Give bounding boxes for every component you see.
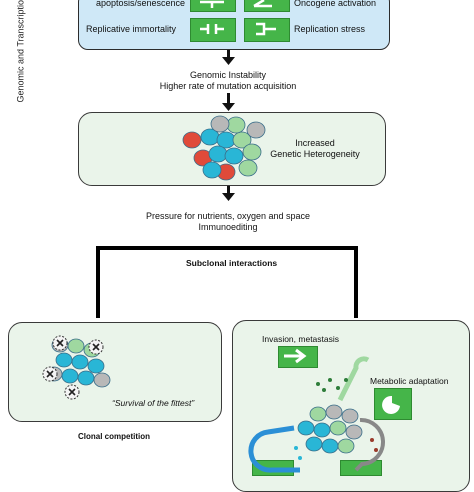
heterogeneity-text: Increased Genetic Heterogeneity	[250, 138, 380, 160]
heterogeneity-line2: Genetic Heterogeneity	[270, 149, 360, 159]
pressure-line1: Pressure for nutrients, oxygen and space	[145, 211, 311, 221]
genomic-instability-text: Genomic Instability Higher rate of mutat…	[128, 70, 328, 92]
invasion-label: Invasion, metastasis	[262, 334, 340, 344]
cooperation-graphic	[248, 348, 400, 473]
subclonal-label: Subclonal interactions	[186, 258, 278, 268]
tumor-cluster-1	[182, 115, 266, 181]
flow-arrows	[96, 50, 358, 318]
break-icon	[200, 24, 224, 34]
tumor-cluster-2	[42, 335, 111, 400]
arrow-right-icon	[284, 348, 307, 364]
apoptosis-label: apoptosis/senescence	[96, 0, 186, 8]
branch-icon	[253, 0, 272, 8]
replicative-label: Replicative immortality	[86, 24, 177, 34]
genomic-instability-line2: Higher rate of mutation acquisition	[159, 81, 297, 91]
immortality-tile	[190, 18, 236, 42]
fork-icon	[256, 22, 276, 36]
pacman-icon	[382, 395, 400, 414]
competition-caption: Clonal competition	[78, 432, 150, 441]
pressure-text: Pressure for nutrients, oxygen and space…	[118, 211, 338, 233]
replication-stress-label: Replication stress	[294, 24, 366, 34]
t-block-icon	[200, 0, 224, 8]
genomic-instability-line1: Genomic Instability	[189, 70, 267, 80]
subclonal-bracket	[96, 246, 358, 318]
survival-quote: “Survival of the fittest”	[112, 398, 195, 408]
pressure-line2: Immunoediting	[198, 222, 258, 232]
oncogene-label: Oncogene activation	[294, 0, 377, 8]
tile-glyphs	[200, 0, 276, 36]
heterogeneity-line1: Increased	[295, 138, 335, 148]
metabolic-label: Metabolic adaptation	[370, 376, 449, 386]
